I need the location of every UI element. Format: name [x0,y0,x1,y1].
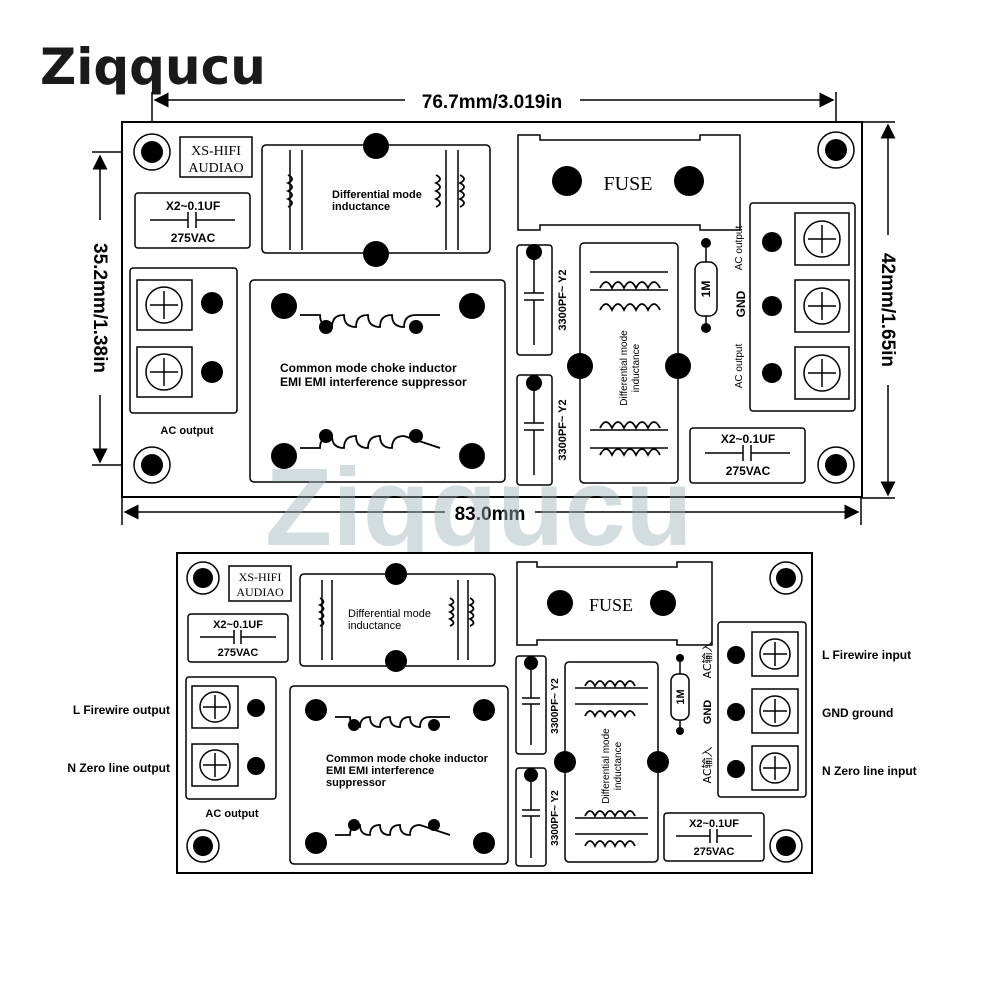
common-mode-choke: Common mode choke inductor EMI EMI inter… [289,685,509,865]
watermark: Ziqqucu [265,446,693,569]
label-n-zero-line-output: N Zero line output [67,761,170,775]
left-terminal-block: AC output [185,676,277,820]
fuse-label: FUSE [589,595,633,615]
dim-top-width-label: 76.7mm/3.019in [422,92,562,113]
differential-inductor-mid: Differential mode inductance [567,242,691,484]
bottom-board: XS-HIFI AUDIAO X2~0.1UF 275VAC Different… [176,552,813,874]
label-gnd-ground: GND ground [822,706,893,720]
common-mode-choke: Common mode choke inductor EMI EMI inter… [249,279,506,483]
dimension-bottom-width: 83.0mm [121,495,862,525]
cap-voltage: 275VAC [694,846,735,858]
terminal-label: AC输入 [700,746,714,783]
left-terminal-label: AC output [205,808,258,820]
cap-value: X2~0.1UF [213,619,263,631]
diff-inductor-label-1: Differential mode [348,608,431,620]
y2-capacitor-2: 3300PF~ Y2 [515,767,561,867]
diff-inductor-mid-label-1: Differential mode [619,330,630,406]
right-terminal-block: AC output GND AC output [734,202,856,412]
x2-capacitor-right: X2~0.1UF 275VAC [689,427,806,484]
brand-box [228,565,292,602]
diff-inductor-mid-label-1: Differential mode [601,728,612,804]
diff-inductor-mid-label-2: inductance [613,741,624,790]
brand-box [179,136,253,178]
common-mode-label-2: EMI EMI interference suppressor [280,375,467,389]
diff-inductor-mid-label-2: inductance [631,343,642,392]
brand-line1: XS-HIFI [239,570,282,584]
y2-cap-label: 3300PF~ Y2 [557,269,569,330]
fuse-holder: FUSE [516,561,713,646]
brand-line1: XS-HIFI [191,144,241,159]
fuse-holder: FUSE [517,134,741,231]
y2-capacitor-1: 3300PF~ Y2 [516,244,569,356]
common-mode-label-1: Common mode choke inductor [280,361,457,375]
diff-inductor-label-2: inductance [332,201,390,213]
mount-hole [817,446,855,484]
cap-value: X2~0.1UF [721,432,775,446]
mount-hole [817,131,855,169]
terminal-label: AC output [734,226,745,271]
top-board: XS-HIFI AUDIAO X2~0.1UF 275VAC Different… [121,121,863,498]
fuse-label: FUSE [604,173,653,195]
mount-hole [133,133,171,171]
mount-hole [186,561,220,595]
resistor-1m: 1M [694,238,718,333]
y2-capacitor-1: 3300PF~ Y2 [515,655,561,755]
terminal-label: AC output [734,344,745,389]
cap-voltage: 275VAC [726,464,771,478]
label-l-firewire-input: L Firewire input [822,648,911,662]
common-mode-label-2: EMI EMI interference [326,765,434,777]
label-n-zero-line-input: N Zero line input [822,764,917,778]
common-mode-label-3: suppressor [326,777,387,789]
terminal-label: AC输入 [700,641,714,678]
dim-bottom-width-label: 83.0mm [455,504,526,525]
mount-hole [186,829,220,863]
dimension-top-width: 76.7mm/3.019in [151,88,837,130]
mount-hole [133,446,171,484]
resistor-1m: 1M [670,654,690,735]
dimension-left-height: 35.2mm/1.38in [88,151,138,466]
y2-cap-label: 3300PF~ Y2 [550,678,561,734]
mount-hole [769,561,803,595]
y2-cap-label: 3300PF~ Y2 [557,399,569,460]
cap-voltage: 275VAC [218,647,259,659]
terminal-label: GND [702,700,714,725]
differential-inductor-mid: Differential mode inductance [554,661,669,863]
dim-left-height-label: 35.2mm/1.38in [89,243,110,373]
x2-capacitor-right: X2~0.1UF 275VAC [663,812,765,862]
cap-value: X2~0.1UF [689,818,739,830]
diff-inductor-label-2: inductance [348,620,401,632]
x2-capacitor-left: X2~0.1UF 275VAC [134,192,251,249]
dim-right-height-label: 42mm/1.65in [877,253,898,367]
right-terminal-block: AC输入 GND AC输入 [700,621,807,798]
y2-cap-label: 3300PF~ Y2 [550,790,561,846]
left-terminal-label: AC output [160,425,213,437]
top-board-outline [121,121,863,498]
brand-line2: AUDIAO [188,161,243,176]
terminal-label: GND [734,290,748,317]
differential-inductor-top: Differential mode inductance [261,133,491,267]
label-l-firewire-output: L Firewire output [73,703,170,717]
dimension-right-height: 42mm/1.65in [862,121,900,499]
resistor-label: 1M [675,689,687,704]
y2-capacitor-2: 3300PF~ Y2 [516,374,569,486]
common-mode-label-1: Common mode choke inductor [326,753,489,765]
cap-value: X2~0.1UF [166,199,220,213]
brand-line2: AUDIAO [236,585,284,599]
x2-capacitor-left: X2~0.1UF 275VAC [187,613,289,663]
resistor-label: 1M [699,281,713,298]
left-terminal-block: AC output [129,267,238,437]
differential-inductor-top: Differential mode inductance [299,563,496,672]
brand-logo: Ziqqucu [40,38,266,96]
mount-hole [769,829,803,863]
cap-voltage: 275VAC [171,231,216,245]
diff-inductor-label-1: Differential mode [332,189,422,201]
